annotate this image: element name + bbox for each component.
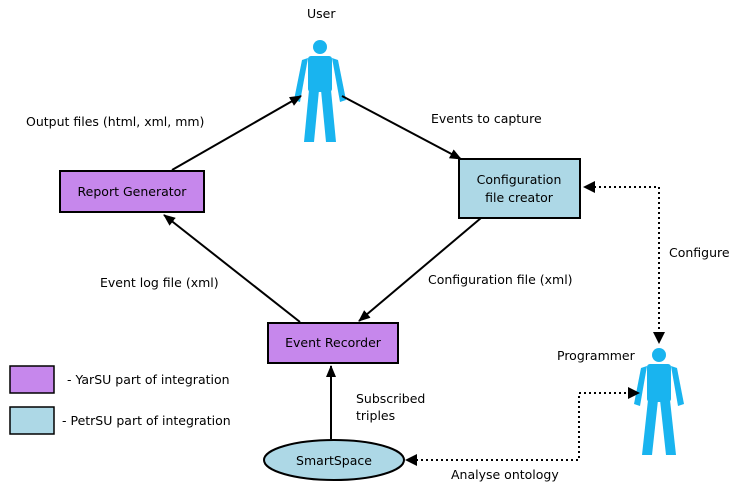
report-generator-box	[59, 170, 205, 213]
programmer-figure-icon	[634, 348, 684, 455]
arrow-user-to-config	[341, 95, 462, 160]
event-recorder-label: Event Recorder	[285, 335, 382, 350]
config-creator-label-line1: Configuration	[477, 172, 562, 187]
legend-swatch-yarsu	[9, 365, 55, 394]
event-log-file-label: Event log file (xml)	[100, 275, 219, 290]
subscribed-label-line2: triples	[356, 408, 395, 423]
configuration-file-label: Configuration file (xml)	[428, 272, 573, 287]
legend-label-yarsu: - YarSU part of integration	[67, 372, 230, 387]
dotted-configure-connector	[594, 186, 660, 334]
configuration-file-creator-box	[458, 158, 581, 219]
arrow-config-to-recorder	[358, 217, 482, 322]
arrow-recorder-to-report	[163, 214, 301, 323]
subscribed-label-line1: Subscribed	[356, 391, 425, 406]
programmer-label: Programmer	[557, 348, 636, 363]
events-to-capture-label: Events to capture	[431, 111, 542, 126]
smartspace-ellipse	[263, 439, 405, 481]
analyse-arrowhead-left	[405, 454, 417, 466]
event-recorder-box	[267, 322, 399, 364]
legend-swatch-petrsu	[9, 406, 55, 435]
configure-arrowhead-down	[653, 332, 665, 344]
output-files-label: Output files (html, xml, mm)	[26, 114, 204, 129]
config-creator-label-line2: file creator	[485, 190, 554, 205]
configure-label: Configure	[669, 245, 730, 260]
dotted-analyse-connector	[416, 392, 628, 461]
smartspace-label: SmartSpace	[296, 453, 372, 468]
report-generator-label: Report Generator	[78, 184, 188, 199]
user-figure-icon	[294, 40, 346, 142]
analyse-arrowhead-right	[628, 387, 640, 399]
arrow-report-to-user	[171, 95, 302, 171]
configure-arrowhead-left	[583, 181, 595, 193]
user-label: User	[307, 6, 336, 21]
legend: - YarSU part of integration - PetrSU par…	[9, 365, 231, 435]
legend-label-petrsu: - PetrSU part of integration	[62, 413, 231, 428]
analyse-ontology-label: Analyse ontology	[451, 467, 559, 482]
